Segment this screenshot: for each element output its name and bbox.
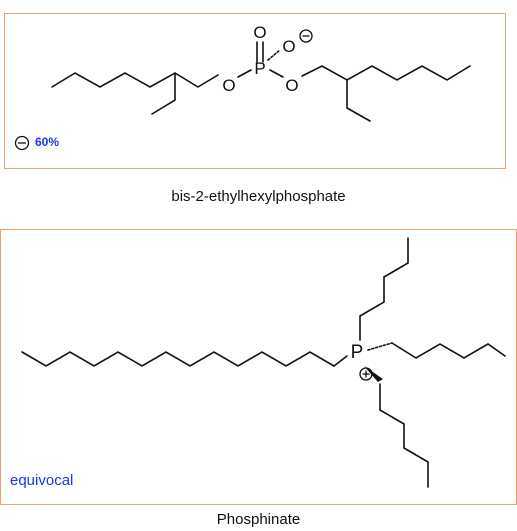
mol1-atom-o-left: O <box>222 76 235 95</box>
mol2-down-chain <box>379 383 429 488</box>
molecule-panel-2 <box>0 229 517 505</box>
mol2-atom-p: P <box>351 342 364 363</box>
mol1-atom-p: P <box>254 59 265 78</box>
molecule-panel-1 <box>4 13 506 169</box>
mol2-wedge-bond <box>364 366 383 382</box>
mol2-up-chain <box>359 237 409 341</box>
mol1-right-chain <box>301 65 471 81</box>
mol1-bond-p-o-right <box>269 69 284 78</box>
mol1-atom-o-charged: O <box>282 37 295 56</box>
mol1-bond-p-o-hash <box>267 49 281 61</box>
mol2-bond-c-p <box>333 355 348 367</box>
mol1-right-ethyl <box>346 79 371 122</box>
mol1-tag: 60% <box>35 135 60 149</box>
mol2-bond-p-right-hash <box>367 342 393 351</box>
mol1-atom-o-right: O <box>285 76 298 95</box>
mol2-positive-charge-icon <box>359 367 373 381</box>
mol1-left-chain <box>51 72 219 88</box>
mol2-long-chain <box>21 351 335 367</box>
mol1-atom-o-top: O <box>253 23 266 42</box>
mol1-caption: bis-2-ethylhexylphosphate <box>171 188 346 205</box>
mol1-bond-o-p-left <box>237 69 252 78</box>
tag-negative-charge-icon <box>14 135 30 151</box>
mol2-right-chain <box>391 342 506 359</box>
mol2-caption: Phosphinate <box>216 511 301 528</box>
mol1-negative-charge-icon <box>299 29 313 43</box>
mol1-left-ethyl <box>151 72 176 115</box>
mol2-tag: equivocal <box>10 472 74 489</box>
